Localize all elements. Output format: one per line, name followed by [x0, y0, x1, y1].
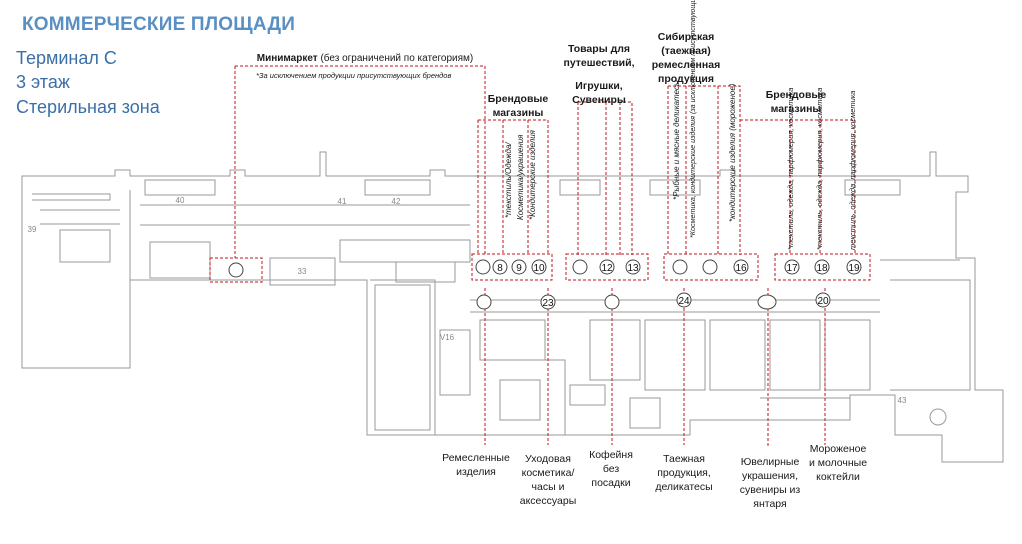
crafts-label: Ремесленные изделия [442, 452, 510, 478]
unit-8: 8 [497, 263, 503, 274]
cosmetics-label: Уходовая косметика/ часы и аксессуары [519, 453, 577, 507]
unit-17: 17 [786, 263, 798, 274]
brand-shops-label-1: Брендовые магазины [487, 93, 549, 119]
brand-shops-label-2: Брендовые магазины [765, 89, 827, 115]
floor-num-43: 43 [898, 396, 907, 405]
icecream-label: Мороженое и молочные коктейли [808, 443, 868, 483]
zone-label: Стерильная зона [16, 97, 160, 117]
vlabel-18: *текстиль, одежда, парфюмерия, косметика [815, 87, 824, 250]
vlabel-19: текстиль, одежда, парфюмерия, косметика [848, 90, 857, 250]
unit-20: 20 [817, 296, 829, 307]
floor-num-v16: V16 [440, 333, 455, 342]
vlabel-10: *Кондитерские изделия [528, 130, 537, 220]
floor-label: 3 этаж [16, 72, 70, 92]
minimarket-label: Минимаркет (без ограничений по категория… [256, 53, 474, 64]
unit-24: 24 [678, 296, 690, 307]
unit-19: 19 [848, 263, 860, 274]
travel-goods-label: Товары для путешествий, [563, 43, 635, 69]
vlabel-17: *текстиль, одежда, парфюмерия, косметика [786, 87, 795, 250]
unit-18: 18 [816, 263, 828, 274]
unit-23: 23 [542, 298, 554, 309]
unit-9: 9 [516, 263, 522, 274]
coffee-label: Кофейня без посадки [589, 449, 633, 489]
unit-10: 10 [533, 263, 545, 274]
vlabel-16c: *кондитерские изделия (мороженое) [728, 83, 737, 222]
floor-num-40: 40 [176, 196, 185, 205]
minimarket-note: *За исключением продукции присутствующих… [256, 71, 452, 80]
toys-souvenirs-label: Игрушки, Сувениры [572, 80, 626, 106]
floor-num-33: 33 [298, 267, 307, 276]
page-title: КОММЕРЧЕСКИЕ ПЛОЩАДИ [22, 14, 296, 35]
siberian-products-label: Сибирская (таежная) ремесленная продукци… [651, 31, 721, 85]
vlabel-8: *текстиль/Одежда/ [504, 142, 513, 218]
floor-num-42: 42 [392, 197, 401, 206]
jewelry-label: Ювелирные украшения, сувениры из янтаря [739, 456, 801, 510]
vlabel-9: Косметика/украшения [516, 134, 525, 220]
vlabel-16b: *Косметика, кондитерские изделия (за иск… [688, 0, 697, 238]
unit-12: 12 [601, 263, 613, 274]
unit-13: 13 [627, 263, 639, 274]
taiga-label: Таежная продукция, деликатесы [655, 453, 713, 493]
terminal-label: Терминал С [16, 48, 117, 68]
unit-16: 16 [735, 263, 747, 274]
vlabel-16a: *Рыбные и мясные деликатесы [672, 80, 681, 200]
floor-num-39: 39 [28, 225, 37, 234]
floor-num-41: 41 [338, 197, 347, 206]
